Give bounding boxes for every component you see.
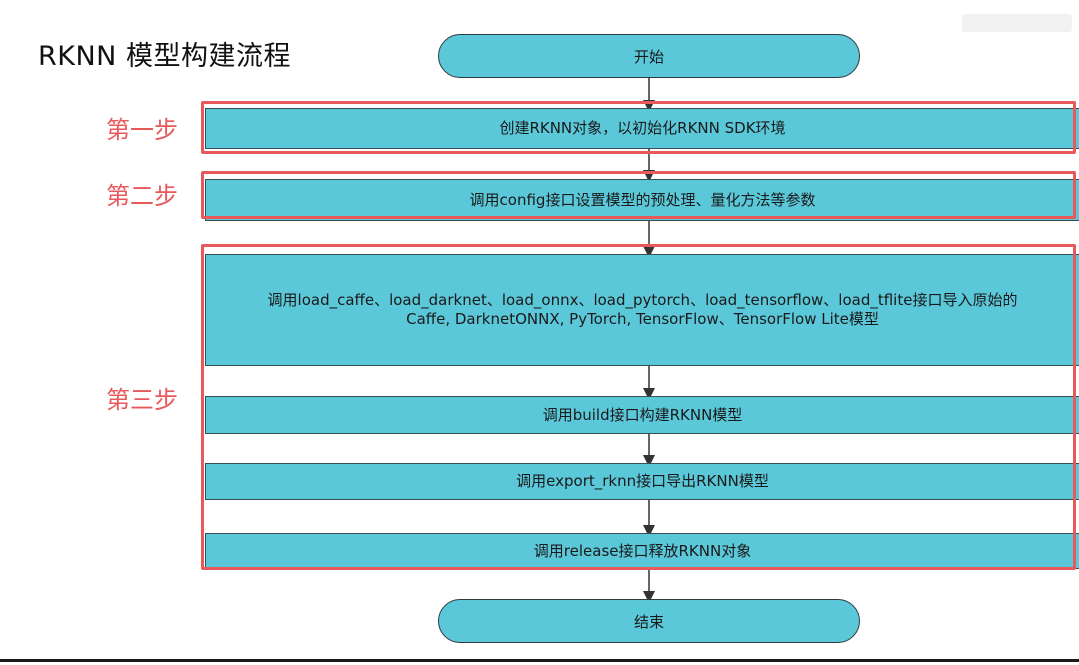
step-export: 调用export_rknn接口导出RKNN模型 <box>205 463 1079 500</box>
step-config-text: 调用config接口设置模型的预处理、量化方法等参数 <box>469 190 816 209</box>
step1-label: 第一步 <box>106 116 178 144</box>
step-load-model-text: 调用load_caffe、load_darknet、load_onnx、load… <box>260 291 1026 329</box>
step-load-model-line-2: Caffe, DarknetONNX, PyTorch, TensorFlow、… <box>406 310 879 328</box>
step3-label: 第三步 <box>106 386 178 414</box>
step2-label: 第二步 <box>106 182 178 210</box>
step-config: 调用config接口设置模型的预处理、量化方法等参数 <box>205 179 1079 221</box>
watermark-block <box>962 14 1072 32</box>
end-node: 结束 <box>438 599 860 643</box>
step-create-rknn: 创建RKNN对象，以初始化RKNN SDK环境 <box>205 108 1079 149</box>
step-release-text: 调用release接口释放RKNN对象 <box>533 541 752 560</box>
step-release: 调用release接口释放RKNN对象 <box>205 533 1079 569</box>
step-build-text: 调用build接口构建RKNN模型 <box>542 405 743 424</box>
page-title: RKNN 模型构建流程 <box>38 41 291 72</box>
step-export-text: 调用export_rknn接口导出RKNN模型 <box>516 472 769 491</box>
step-create-rknn-text: 创建RKNN对象，以初始化RKNN SDK环境 <box>499 119 786 138</box>
bottom-divider <box>0 659 1079 662</box>
step-load-model-line-1: 调用load_caffe、load_darknet、load_onnx、load… <box>267 291 1018 310</box>
step-load-model: 调用load_caffe、load_darknet、load_onnx、load… <box>205 254 1079 366</box>
step-build: 调用build接口构建RKNN模型 <box>205 396 1079 434</box>
start-node: 开始 <box>438 34 860 78</box>
